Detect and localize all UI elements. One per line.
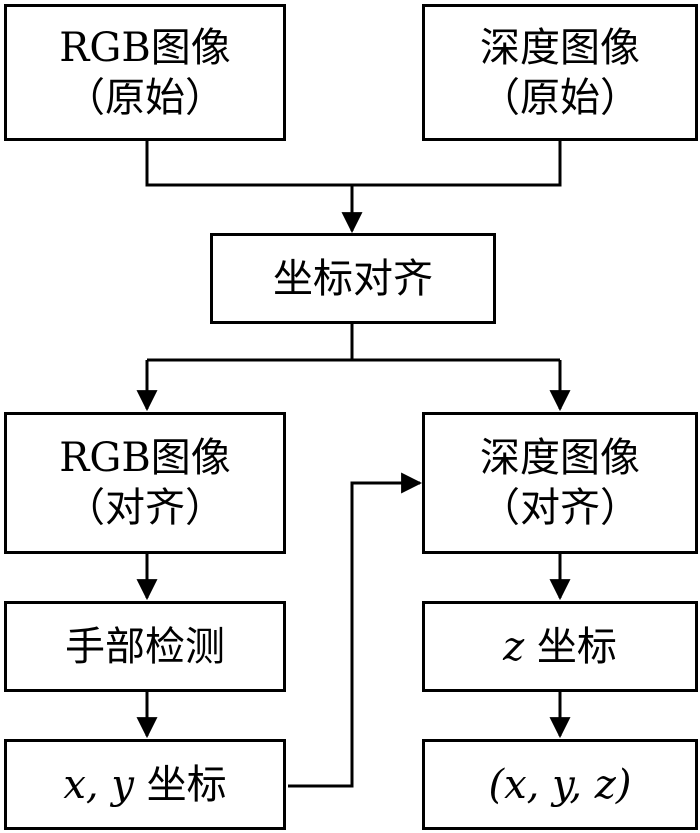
depth-aligned-line2: （对齐） (480, 485, 640, 531)
rgb-raw-line1: RGB图像 (59, 24, 231, 71)
depth-raw-line2: （原始） (480, 74, 640, 121)
xy-coord-box: x, y 坐标 (4, 739, 286, 830)
xy-coord-text: x, y 坐标 (63, 760, 226, 810)
z-coord-var: z (503, 623, 525, 670)
depth-raw-box: 深度图像 （原始） (422, 4, 698, 141)
depth-aligned-line1: 深度图像 (480, 435, 640, 481)
xy-coord-label: 坐标 (133, 761, 227, 808)
z-coord-box: z 坐标 (422, 601, 698, 692)
xyz-box: (x, y, z) (422, 739, 698, 830)
z-coord-text: z 坐标 (503, 622, 617, 672)
edge-depth-raw-to-align (352, 140, 562, 187)
edge-xy-to-depth-aligned (288, 472, 423, 788)
edge-rgb-raw-to-align (145, 140, 352, 187)
xyz-label: (x, y, z) (488, 761, 632, 808)
rgb-aligned-line2: （对齐） (65, 485, 225, 531)
z-coord-label: 坐标 (524, 623, 617, 670)
hand-detect-label: 手部检测 (65, 623, 225, 670)
rgb-aligned-line1: RGB图像 (59, 435, 231, 481)
align-label: 坐标对齐 (273, 255, 433, 302)
rgb-aligned-box: RGB图像 （对齐） (4, 412, 286, 554)
depth-aligned-box: 深度图像 （对齐） (422, 412, 698, 554)
depth-raw-line1: 深度图像 (480, 24, 640, 71)
hand-detect-box: 手部检测 (4, 601, 286, 692)
rgb-raw-line2: （原始） (65, 74, 225, 121)
rgb-raw-box: RGB图像 （原始） (4, 4, 286, 141)
align-box: 坐标对齐 (210, 233, 496, 324)
xy-coord-var: x, y (63, 761, 134, 808)
